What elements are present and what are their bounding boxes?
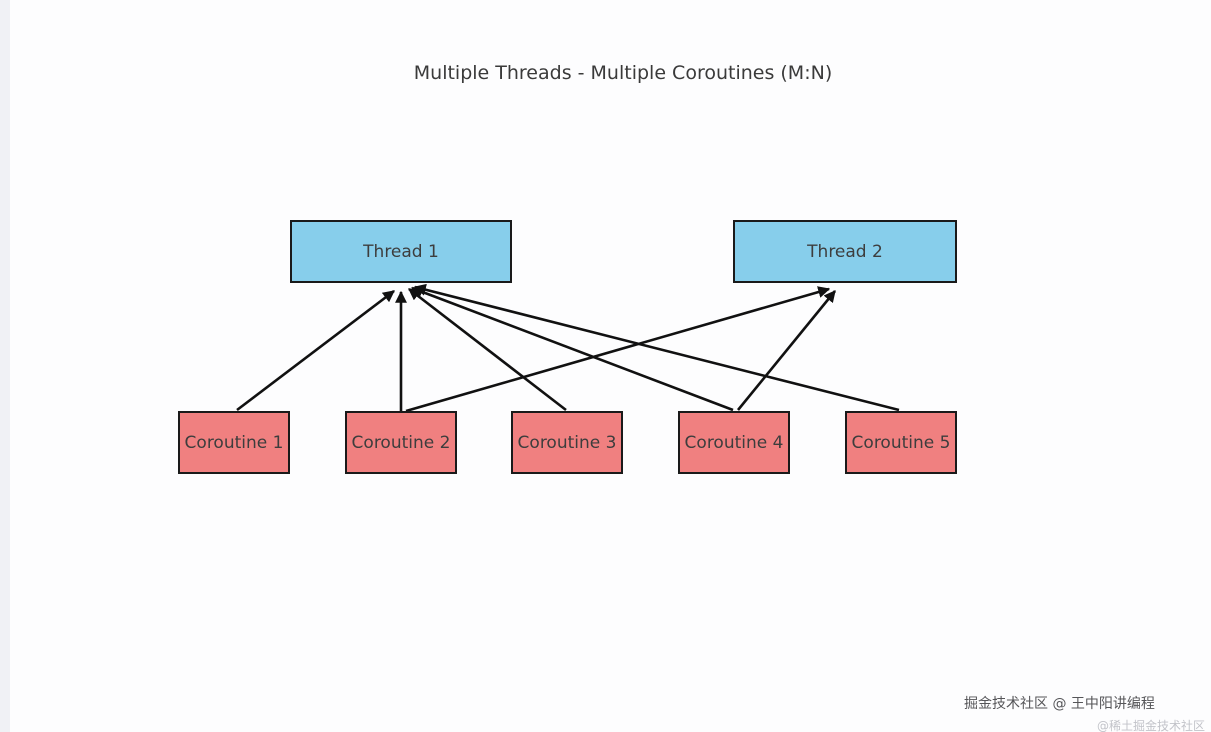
edge-coroutine-4-to-thread-2	[736, 290, 837, 411]
node-label: Coroutine 2	[351, 432, 451, 453]
node-label: Thread 2	[807, 241, 883, 262]
edge-coroutine-5-to-thread-1	[413, 283, 900, 412]
edge-coroutine-4-to-thread-1	[410, 286, 734, 412]
node-thread-1: Thread 1	[290, 220, 512, 283]
node-coroutine-4: Coroutine 4	[678, 411, 790, 474]
node-coroutine-3: Coroutine 3	[511, 411, 623, 474]
node-coroutine-1: Coroutine 1	[178, 411, 290, 474]
edge-coroutine-1-to-thread-1	[236, 289, 395, 412]
edge-coroutine-3-to-thread-1	[408, 287, 567, 412]
node-label: Coroutine 3	[517, 432, 617, 453]
left-gutter	[0, 0, 10, 732]
node-label: Thread 1	[363, 241, 439, 262]
node-label: Coroutine 4	[684, 432, 784, 453]
node-label: Coroutine 1	[184, 432, 284, 453]
node-label: Coroutine 5	[851, 432, 951, 453]
node-coroutine-2: Coroutine 2	[345, 411, 457, 474]
watermark-secondary: @稀土掘金技术社区	[1097, 719, 1206, 732]
edge-coroutine-2-to-thread-2	[405, 286, 831, 413]
node-thread-2: Thread 2	[733, 220, 957, 283]
node-coroutine-5: Coroutine 5	[845, 411, 957, 474]
watermark-primary: 掘金技术社区 @ 王中阳讲编程	[964, 696, 1155, 712]
diagram-title: Multiple Threads - Multiple Coroutines (…	[413, 62, 833, 84]
